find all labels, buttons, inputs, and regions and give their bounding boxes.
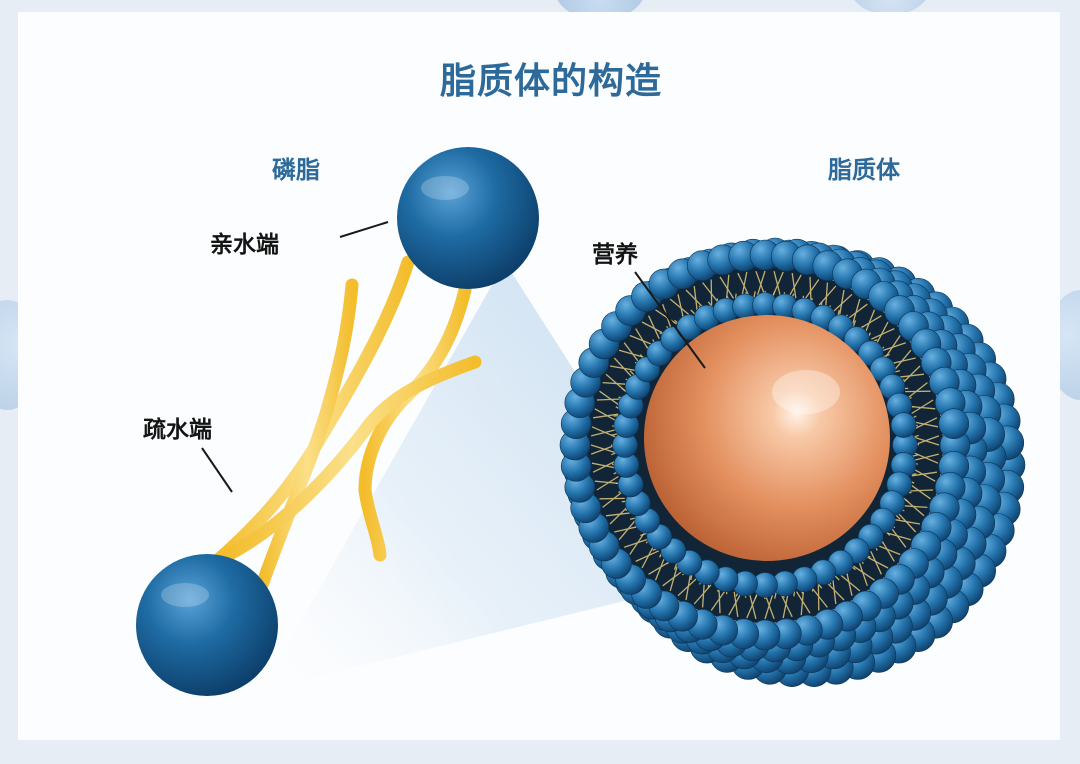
hydrophilic-head <box>397 147 539 289</box>
outer-rim-beads <box>559 239 971 651</box>
background-bubble <box>850 0 930 15</box>
hydrophilic-head <box>136 554 278 696</box>
leader-line-nutrient <box>634 271 706 369</box>
leader-line-hydrophobic <box>201 447 233 493</box>
lipid-bead <box>938 408 970 440</box>
nutrient-core <box>644 315 890 561</box>
phospholipid-tails <box>211 255 482 592</box>
nutrient-label: 营养 <box>592 242 638 268</box>
inner-rim-beads <box>612 292 918 598</box>
leader-line-hydrophilic <box>339 221 389 238</box>
diagram-title: 脂质体的构造 <box>440 61 663 102</box>
hydrophilic-end-label: 亲水端 <box>210 232 279 258</box>
magnification-beam <box>262 262 628 690</box>
phospholipid-heading: 磷脂 <box>272 156 320 184</box>
hydrophobic-end-label: 疏水端 <box>143 417 212 443</box>
liposome-heading: 脂质体 <box>828 156 900 184</box>
liposome <box>559 237 1026 688</box>
cut-face <box>559 239 971 651</box>
lipid-bead <box>890 412 917 438</box>
